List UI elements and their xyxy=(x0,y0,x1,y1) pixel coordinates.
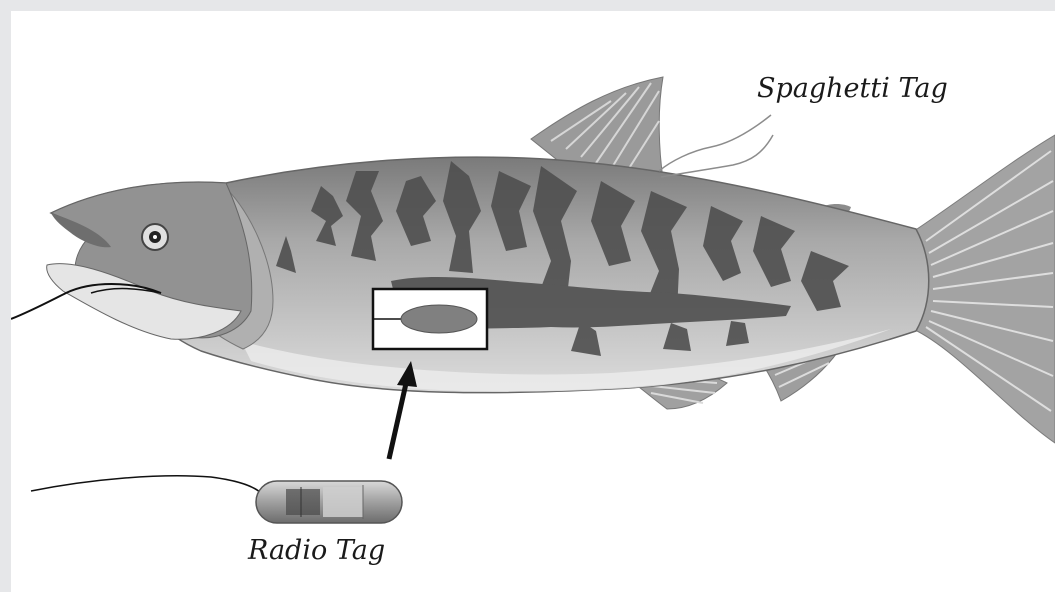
radio-tag-capsule-icon xyxy=(256,481,402,523)
figure-frame: Spaghetti Tag Radio Tag xyxy=(11,11,1055,592)
radio-tag-label: Radio Tag xyxy=(248,535,385,566)
tail-fin xyxy=(911,135,1055,443)
radio-tag-wire xyxy=(31,476,263,495)
eye-icon xyxy=(142,224,168,250)
implanted-tag-icon xyxy=(401,305,477,333)
spaghetti-tag-wire-icon xyxy=(659,115,773,177)
spaghetti-tag-label: Spaghetti Tag xyxy=(757,73,948,104)
implant-location-box xyxy=(373,289,487,349)
